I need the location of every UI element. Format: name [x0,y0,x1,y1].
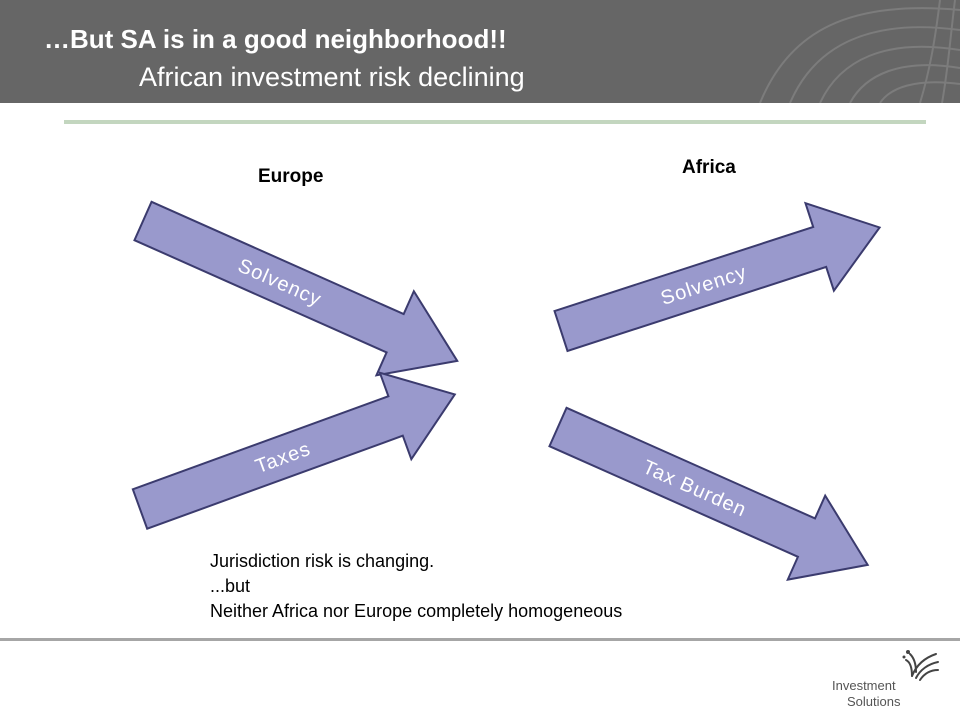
page-title: …But SA is in a good neighborhood!! [44,24,507,54]
europe-label: Europe [258,166,324,187]
note-line-3: Neither Africa nor Europe completely hom… [210,601,623,621]
europe-solvency-arrow: Solvency [133,200,459,377]
europe-taxes-arrow: Taxes [131,371,457,531]
note-line-1: Jurisdiction risk is changing. [210,551,435,571]
accent-divider [64,120,926,124]
page-subtitle: African investment risk declining [139,62,525,92]
africa-label: Africa [682,157,736,178]
notes-block: Jurisdiction risk is changing. ...but Ne… [210,549,622,624]
note-line-2: ...but [210,576,251,596]
footer-divider [0,638,960,641]
header-swirl-decoration [759,0,960,103]
investment-solutions-logo: Investment Solutions [830,648,950,714]
logo-line-2: Solutions [847,694,901,709]
africa-solvency-arrow: Solvency [553,201,882,353]
header-bar: …But SA is in a good neighborhood!! Afri… [0,0,960,103]
logo-line-1: Investment [832,678,896,693]
logo-text: Investment Solutions [832,678,900,710]
logo-swirl-icon [902,650,939,681]
